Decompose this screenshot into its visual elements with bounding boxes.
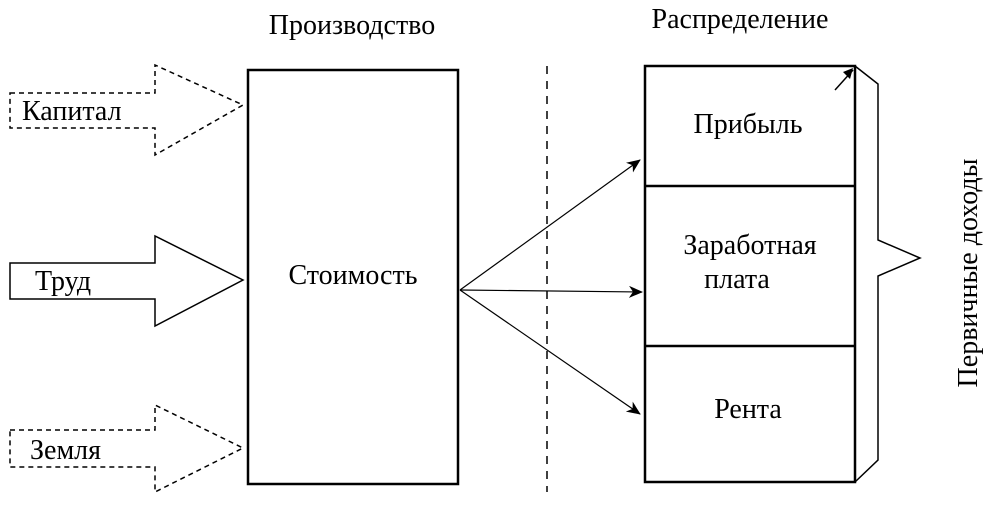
wages-label-line1: Заработная <box>683 230 816 261</box>
arrow-to-rent <box>459 289 641 415</box>
arrow-to-wages <box>459 285 643 298</box>
wages-label-line2: плата <box>704 264 770 295</box>
value-label: Стоимость <box>288 260 417 291</box>
labor-label: Труд <box>35 266 91 297</box>
labor-arrow <box>9 234 245 328</box>
land-label: Земля <box>30 435 101 466</box>
arrow-to-profit <box>459 159 641 291</box>
corner-arrow-head <box>843 68 853 79</box>
distribution-column <box>643 64 857 484</box>
value-box <box>246 68 460 486</box>
production-header: Производство <box>269 10 435 41</box>
distribution-header: Распределение <box>652 4 829 35</box>
primary-income-label: Первичные доходы <box>953 158 984 387</box>
capital-label: Капитал <box>22 96 122 127</box>
profit-label: Прибыль <box>693 109 802 140</box>
land-arrow <box>9 403 245 494</box>
rent-label: Рента <box>714 394 782 425</box>
brace <box>854 65 922 483</box>
